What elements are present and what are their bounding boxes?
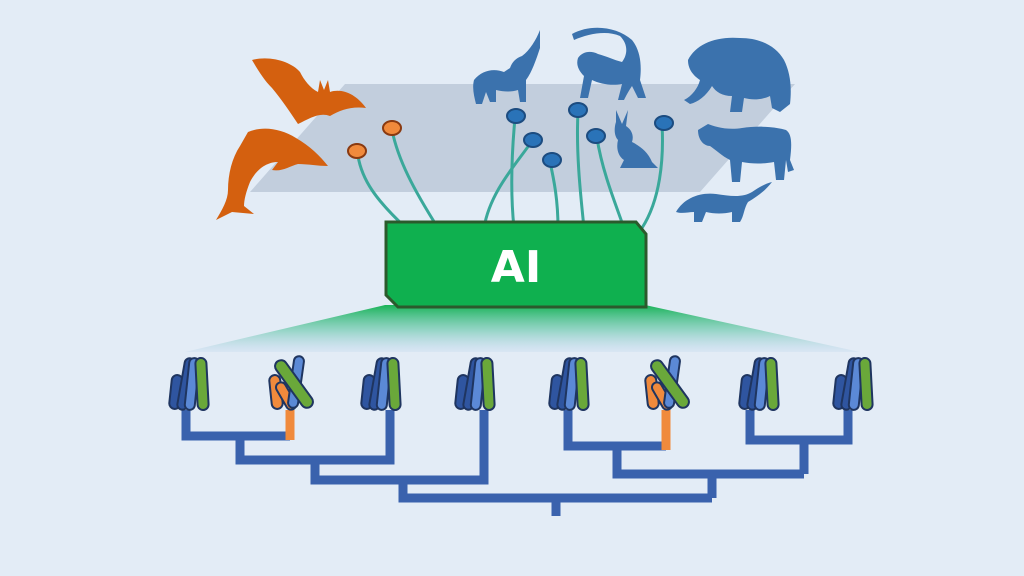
rabbit-icon [614, 110, 658, 168]
helix [650, 359, 690, 409]
wolf-icon [473, 30, 540, 104]
protein-structure [168, 357, 210, 411]
ai-model-box: AI [384, 220, 648, 309]
protein-structure-variant [268, 355, 314, 411]
helix [764, 357, 780, 411]
helix [274, 359, 314, 409]
protein-structure-variant [644, 355, 690, 411]
ai-label: AI [491, 242, 541, 293]
protein-structure [738, 357, 780, 411]
helix [480, 357, 496, 411]
helix [194, 357, 210, 411]
protein-structures [168, 355, 874, 411]
anteater-icon [676, 182, 772, 222]
bat-icon [252, 58, 366, 124]
elephant-icon [684, 37, 791, 112]
blue-nodes [506, 102, 674, 168]
protein-structure [832, 357, 874, 411]
monkey-icon [572, 27, 646, 100]
feature-plane [250, 84, 795, 192]
tree-orange-branches [285, 410, 671, 450]
helix [386, 357, 402, 411]
protein-structure [548, 357, 590, 411]
helix [858, 357, 874, 411]
protein-structure [360, 357, 402, 411]
orange-nodes [347, 120, 402, 159]
protein-structure [454, 357, 496, 411]
phylogenetic-tree [181, 410, 853, 516]
helix [574, 357, 590, 411]
projection-cone [185, 305, 860, 352]
dolphin-icon [216, 128, 328, 220]
cow-icon [698, 124, 794, 182]
